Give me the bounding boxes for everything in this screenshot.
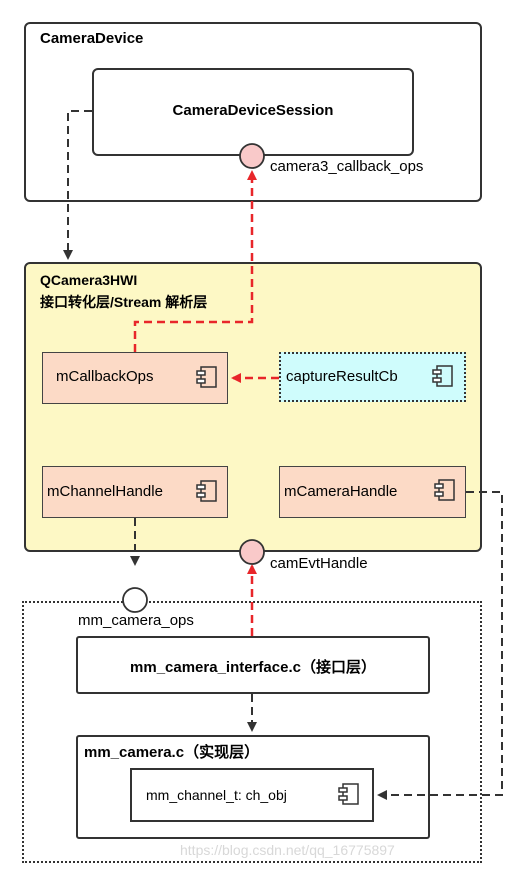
component-icon: [196, 480, 217, 502]
component-icon: [338, 783, 359, 805]
watermark: https://blog.csdn.net/qq_16775897: [180, 842, 395, 858]
session-to-qcamera-connector: [63, 110, 92, 260]
component-icon: [196, 366, 217, 388]
channel-handle-label: mChannelHandle: [47, 483, 163, 500]
cam-evt-handle-interface-circle: [239, 539, 265, 565]
cam-evt-handle-label: camEvtHandle: [270, 555, 368, 572]
qcamera3hwi-subtitle: 接口转化层/Stream 解析层: [40, 294, 208, 310]
channel-obj-box: [130, 768, 374, 822]
mm-camera-interface-label: mm_camera_interface.c（接口层）: [130, 659, 376, 676]
camera-handle-label: mCameraHandle: [284, 483, 398, 500]
channel-obj-label: mm_channel_t: ch_obj: [146, 787, 287, 803]
camera-device-title: CameraDevice: [40, 30, 144, 47]
camera-handle-to-channel-obj-connector: [377, 491, 503, 800]
camera-device-session-title: CameraDeviceSession: [172, 102, 334, 119]
channel-handle-component: [42, 466, 228, 518]
mm-camera-interface-box: [76, 636, 430, 694]
callback-ops-label: mCallbackOps: [56, 368, 154, 385]
callback-ops-to-session-connector: [133, 170, 257, 352]
mm-camera-ops-label: mm_camera_ops: [78, 612, 194, 629]
component-icon: [432, 365, 453, 387]
qcamera3hwi-title: QCamera3HWI: [40, 272, 138, 288]
callback-ops-interface-label: camera3_callback_ops: [270, 158, 424, 175]
component-icon: [434, 479, 455, 501]
callback-ops-component: [42, 352, 228, 404]
capture-result-cb-component: [279, 352, 466, 402]
callback-ops-interface-circle: [239, 143, 265, 169]
mm-camera-impl-label: mm_camera.c（实现层）: [84, 744, 260, 761]
mm-camera-ops-interface-circle: [122, 587, 148, 613]
capture-result-cb-label: captureResultCb: [286, 368, 398, 385]
